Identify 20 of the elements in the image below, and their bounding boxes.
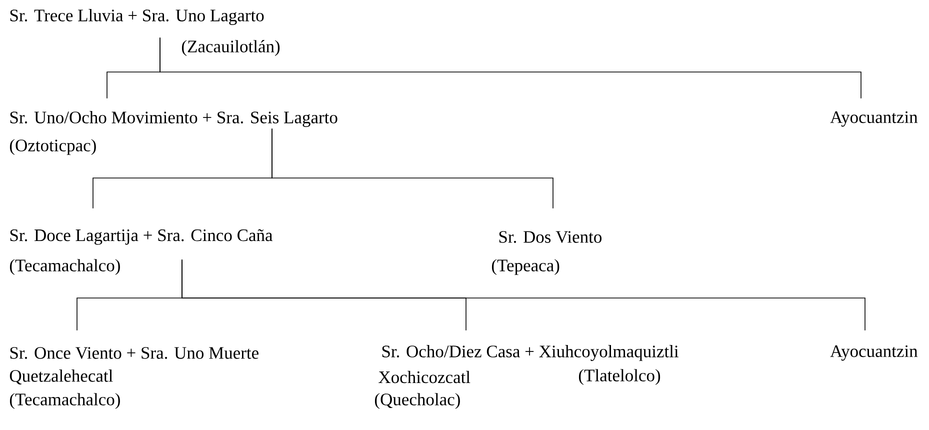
couple-name: Sr. Ocho/Diez Casa + Xiuhcoyolmaquiztli	[382, 345, 678, 361]
couple-name: Sr. Doce Lagartija + Sra. Cinco Caña	[10, 229, 273, 245]
couple-name: Sr. Uno/Ocho Movimiento + Sra. Seis Lagarto	[10, 111, 338, 127]
couple-name: Sr. Trece Lluvia + Sra. Uno Lagarto	[10, 9, 264, 25]
person-name: Sr. Dos Viento	[499, 231, 602, 243]
place-name: (Tecamachalco)	[10, 259, 120, 275]
tree-connector	[182, 260, 866, 330]
person-name: Xochicozcatl	[378, 370, 470, 384]
place-name: (Zacauilotlán)	[182, 40, 280, 56]
place-name: (Oztoticpac)	[10, 139, 96, 155]
place-name: (Tecamachalco)	[10, 393, 120, 409]
tree-connector	[160, 38, 862, 98]
place-name: (Tepeaca)	[492, 259, 560, 275]
person-name: Ayocuantzin	[830, 111, 918, 127]
place-name: (Tlatelolco)	[578, 369, 660, 385]
couple-name: Sr. Once Viento + Sra. Uno Muerte	[10, 347, 258, 359]
person-name: Ayocuantzin	[830, 345, 918, 361]
tree-connector	[272, 128, 554, 208]
person-name: Quetzalehecatl	[10, 370, 113, 384]
place-name: (Quecholac)	[374, 393, 460, 409]
